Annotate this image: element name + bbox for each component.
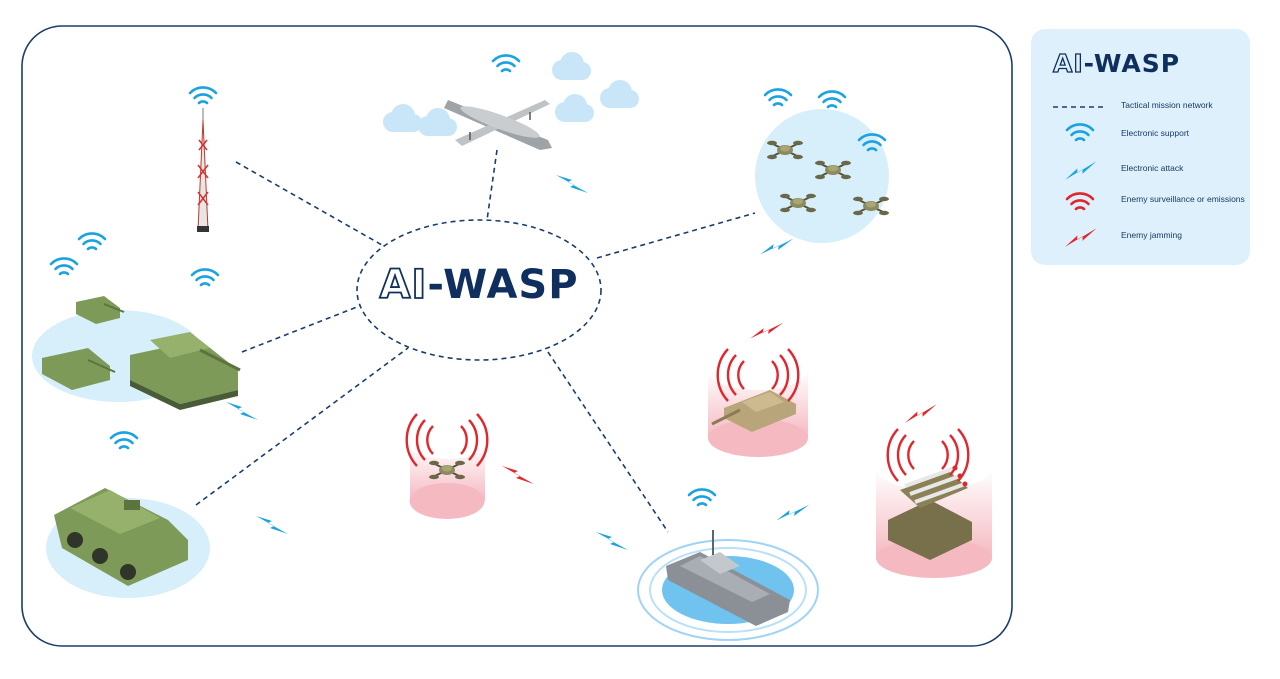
legend-logo: AI-WASP (1052, 48, 1181, 78)
enemy-drone-zone (409, 431, 485, 519)
legend-panel: AI-WASP Tactical mission network Electro… (1031, 29, 1250, 265)
legend-item-electronic-attack: Electronic attack (1031, 158, 1250, 182)
legend-item-enemy-surveillance: Enemy surveillance or emissions (1031, 189, 1250, 213)
uav-aircraft (444, 100, 552, 150)
legend-label: Enemy jamming (1121, 230, 1182, 240)
center-title-rest: -WASP (427, 262, 579, 308)
friendly-warship (666, 530, 790, 626)
legend-item-enemy-jamming: Enemy jamming (1031, 225, 1250, 249)
center-title: AI-WASP (360, 261, 598, 309)
tactical-network-links (195, 149, 756, 533)
lightning-blue-icon (1065, 158, 1097, 182)
wifi-red-icon (1065, 192, 1095, 211)
friendly-tanks (42, 296, 241, 410)
center-title-ai: AI (379, 261, 428, 309)
lightning-red-icon (1065, 225, 1097, 249)
dashed-line-icon (1053, 106, 1107, 108)
legend-label: Electronic support (1121, 128, 1190, 138)
wifi-blue-icon (1065, 123, 1095, 142)
armored-personnel-carrier (54, 488, 188, 586)
legend-item-electronic-support: Electronic support (1031, 123, 1250, 147)
enemy-rocket-launcher (888, 465, 972, 560)
radio-tower (197, 108, 209, 232)
legend-item-tactical-network: Tactical mission network (1031, 95, 1250, 119)
legend-label: Tactical mission network (1121, 100, 1213, 110)
legend-label: Enemy surveillance or emissions (1121, 194, 1245, 204)
legend-logo-rest: -WASP (1083, 49, 1181, 78)
ai-wasp-hub (356, 219, 602, 361)
enemy-tank (711, 390, 796, 432)
legend-logo-ai: AI (1052, 48, 1084, 78)
legend-label: Electronic attack (1121, 163, 1184, 173)
